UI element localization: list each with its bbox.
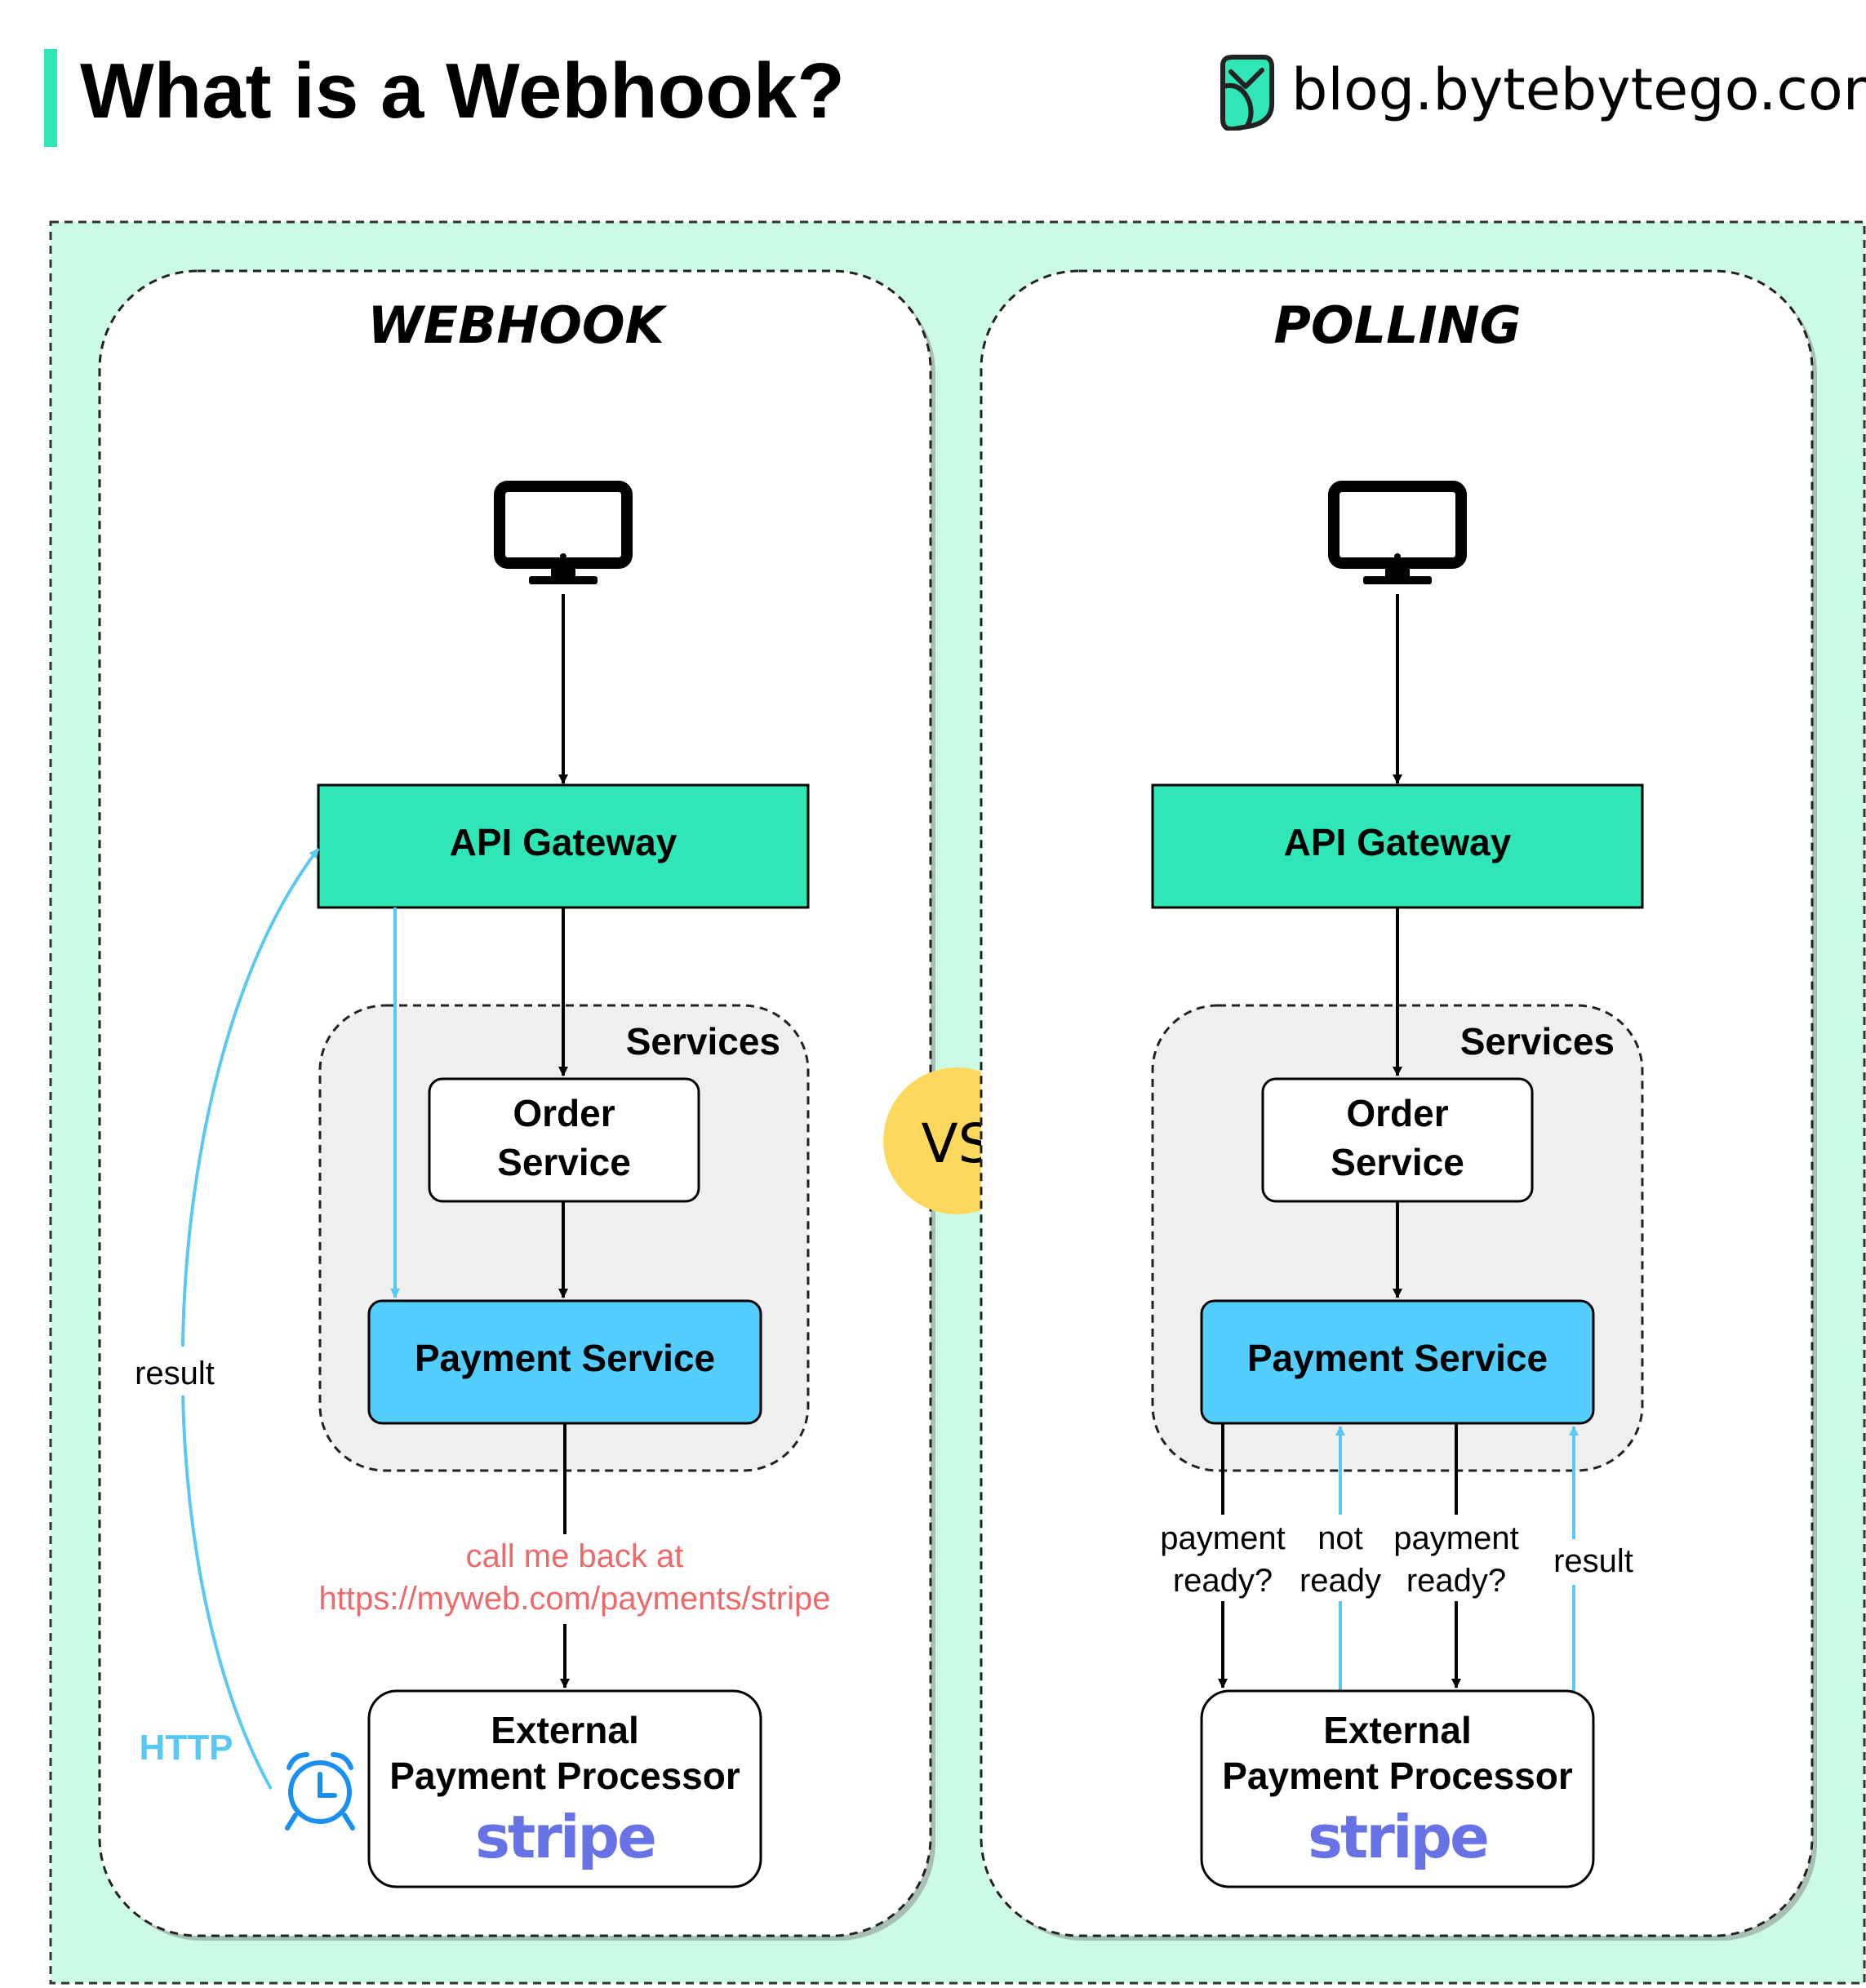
alarm-clock-icon [285,1752,355,1830]
polling-services-label: Services [1460,1020,1615,1063]
webhook-order-service-line1: Order [513,1092,615,1134]
result-label-background [122,1347,229,1396]
polling-stripe-logo: stripe [1308,1803,1487,1871]
polling-api-gateway [1151,783,1644,909]
polling-processor-line1: External [1323,1709,1472,1751]
polling-external-processor [1200,1689,1595,1888]
polling-arrow-label-3-line1: payment [1393,1520,1518,1556]
webhook-api-gateway-label: API Gateway [450,821,678,863]
polling-arrow-label-2-line2: ready [1300,1563,1381,1599]
webhook-client-monitor-icon [494,481,633,584]
polling-client-monitor-icon [1328,481,1467,584]
polling-arrow-label-4: result [1553,1543,1633,1579]
polling-payment-service-label: Payment Service [1247,1337,1548,1379]
webhook-services-label: Services [626,1020,780,1063]
polling-arrow-label-1-line1: payment [1160,1520,1285,1556]
page-title: What is a Webhook? [80,47,845,135]
webhook-result-label: result [135,1356,215,1391]
polling-payment-service [1200,1299,1595,1425]
polling-label-background-3 [1388,1515,1526,1601]
polling-order-service-line2: Service [1331,1141,1464,1183]
bytebytego-logo-icon [1220,55,1274,131]
polling-api-gateway-label: API Gateway [1284,821,1512,863]
webhook-payment-service-label: Payment Service [415,1337,715,1379]
polling-label-background-4 [1539,1539,1641,1585]
callback-text-line1: call me back at [466,1538,684,1574]
callback-label-background [302,1534,841,1624]
webhook-result-curved-arrow [180,847,320,1790]
webhook-stripe-logo: stripe [475,1803,655,1871]
callback-text-line2: https://myweb.com/payments/stripe [319,1581,831,1617]
polling-arrow-label-1-line2: ready? [1173,1563,1273,1599]
polling-title: POLLING [1273,295,1521,355]
polling-arrow-label-3-line2: ready? [1406,1563,1506,1599]
http-label: HTTP [140,1728,233,1768]
polling-processor-line2: Payment Processor [1222,1755,1573,1797]
webhook-external-processor [367,1689,762,1888]
webhook-title: WEBHOOK [367,295,667,355]
polling-label-background-2 [1293,1515,1388,1601]
webhook-api-gateway [317,783,810,909]
brand-url: blog.bytebytego.com [1291,56,1866,123]
polling-arrow-label-2-line1: not [1317,1520,1363,1556]
polling-order-service-line1: Order [1346,1092,1448,1134]
webhook-processor-line2: Payment Processor [389,1755,740,1797]
polling-label-background-1 [1154,1515,1293,1601]
title-accent-bar [44,49,57,147]
webhook-order-service-line2: Service [497,1141,631,1183]
webhook-processor-line1: External [491,1709,639,1751]
